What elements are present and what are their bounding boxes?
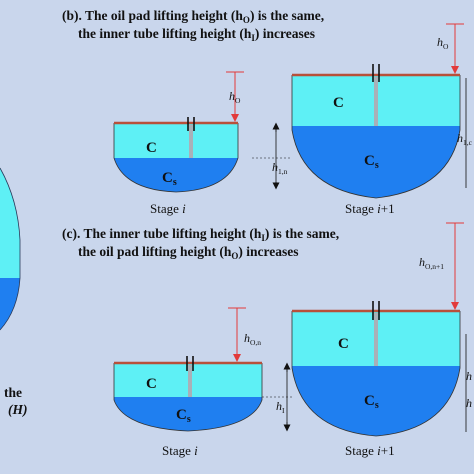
panel-c-caption-rest2: ) increases (238, 244, 298, 259)
ho-n-label: h (244, 331, 250, 345)
panel-c-caption-rest1: ) is the same, (265, 226, 339, 241)
panel-c-caption-line2: the oil pad lifting height (h (78, 244, 232, 259)
svg-text:hO: hO (437, 35, 449, 51)
panel-c-right-edge-markers: h h (465, 334, 472, 432)
panel-c-bowl-stage-i1: C Cs (291, 301, 461, 437)
panel-b-stage-i1-label: Stage (345, 201, 377, 216)
left-bowl-upper-zone (0, 168, 20, 278)
bowl-outline (291, 75, 461, 199)
inner-tube (189, 125, 193, 158)
inner-tube (374, 77, 378, 126)
panel-b-ho-arrow-stage-i: hO (226, 71, 244, 122)
bowl-lower-zone (292, 126, 460, 198)
left-fragment-the: the (4, 385, 22, 400)
panel-b-caption-sub2: I (251, 33, 255, 43)
hi-n-sub: 1,n (278, 167, 288, 176)
panel-b-stage-i-label: Stage (150, 201, 182, 216)
zone-cs-label: C (176, 407, 187, 423)
zone-c-label: C (333, 95, 344, 111)
panel-c-caption-sub1: I (261, 233, 265, 243)
left-bowl-lower-zone (0, 278, 20, 330)
panel-b-bowl-stage-i: C Cs (113, 117, 239, 193)
hi-r-label: h (457, 131, 463, 145)
right-edge-h-lower: h (466, 396, 472, 410)
zone-cs-label: C (364, 153, 375, 169)
panel-b-caption: (b). The oil pad lifting height (hO) is … (62, 8, 324, 43)
hi-label: h (276, 399, 282, 413)
panel-b-caption-line2: the inner tube lifting height (h (78, 26, 252, 41)
ho-r-label: h (419, 255, 425, 269)
svg-text:Stage i+1: Stage i+1 (345, 201, 395, 216)
panel-b-caption-line1: (b). The oil pad lifting height (h (62, 8, 243, 23)
svg-text:(b). The oil pad lifting heigh: (b). The oil pad lifting height (hO) is … (62, 8, 324, 25)
zone-cs-label: C (364, 393, 375, 409)
zone-cs-sub: s (375, 160, 379, 171)
panel-b-ho-arrow-stage-i1: hO (437, 23, 464, 74)
ho-r-sub: O,n+1 (425, 262, 444, 271)
svg-text:hI: hI (276, 399, 285, 415)
panel-c-caption-line1: (c). The inner tube lifting height (h (62, 226, 262, 241)
left-partial-bowl (0, 167, 21, 331)
left-fragment-h: (H) (8, 402, 28, 417)
zone-c-label: C (338, 336, 349, 352)
hi-r-sub: 1,c (463, 138, 473, 147)
ho-label: h (437, 35, 443, 49)
panel-b-caption-rest1: ) is the same, (250, 8, 324, 23)
svg-text:Cs: Cs (162, 170, 177, 188)
svg-text:the inner tube lifting height: the inner tube lifting height (hI) incre… (78, 26, 315, 43)
inner-tube (188, 365, 192, 397)
zone-cs-label: C (162, 170, 173, 186)
svg-text:(c). The inner tube lifting he: (c). The inner tube lifting height (hI) … (62, 226, 339, 243)
panel-c-ho-arrow-stage-i1: hO,n+1 (419, 222, 464, 310)
svg-text:the oil pad lifting height (hO: the oil pad lifting height (hO) increase… (78, 244, 299, 261)
ho-n-sub: O,n (250, 338, 261, 347)
svg-text:Stage i: Stage i (150, 201, 186, 216)
svg-text:hO,n+1: hO,n+1 (419, 255, 444, 271)
svg-text:hO,n: hO,n (244, 331, 261, 347)
panel-b-caption-sub1: O (243, 15, 250, 25)
zone-cs-sub: s (187, 414, 191, 425)
ho-sub: O (235, 96, 241, 105)
svg-text:Cs: Cs (176, 407, 191, 425)
panel-c-stage-i1-label: Stage (345, 443, 377, 458)
zone-cs-sub: s (375, 400, 379, 411)
bowl-outline (113, 123, 239, 193)
svg-text:Stage i: Stage i (162, 443, 198, 458)
panel-c-caption-sub2: O (231, 251, 238, 261)
bowl-lower-zone (114, 397, 262, 431)
zone-c-label: C (146, 140, 157, 156)
svg-text:h1,n: h1,n (272, 160, 288, 176)
panel-c-hi-arrow: hI (262, 362, 294, 432)
panel-c-stage-i-label: Stage (162, 443, 194, 458)
panel-b-hi-arrow-stage-i: h1,n (252, 122, 290, 190)
zone-c-label: C (146, 376, 157, 392)
inner-tube (374, 313, 378, 366)
right-edge-h-upper: h (466, 369, 472, 383)
svg-text:hO: hO (229, 89, 241, 105)
panel-b-hi-arrow-stage-i1: h1,c (457, 78, 473, 188)
bowl-lower-zone (292, 366, 460, 436)
bowl-lower-zone (114, 158, 238, 192)
bowl-outline (291, 311, 461, 437)
panel-b-bowl-stage-i1: C Cs (291, 64, 461, 199)
svg-text:Cs: Cs (364, 153, 379, 171)
hi-sub: I (282, 406, 285, 415)
panel-c-ho-arrow-stage-i: hO,n (228, 307, 261, 362)
zone-cs-sub: s (173, 177, 177, 188)
panel-c-caption: (c). The inner tube lifting height (hI) … (62, 226, 339, 261)
hi-n-label: h (272, 160, 278, 174)
panel-c-bowl-stage-i: C Cs (113, 356, 263, 432)
left-bowl-outline (0, 167, 21, 331)
ho-label: h (229, 89, 235, 103)
svg-text:Stage i+1: Stage i+1 (345, 443, 395, 458)
svg-text:h1,c: h1,c (457, 131, 473, 147)
bowl-upper-zone (114, 123, 238, 158)
panel-b-caption-rest2: ) increases (255, 26, 315, 41)
ho-sub: O (443, 42, 449, 51)
svg-text:Cs: Cs (364, 393, 379, 411)
bowl-outline (113, 363, 263, 432)
